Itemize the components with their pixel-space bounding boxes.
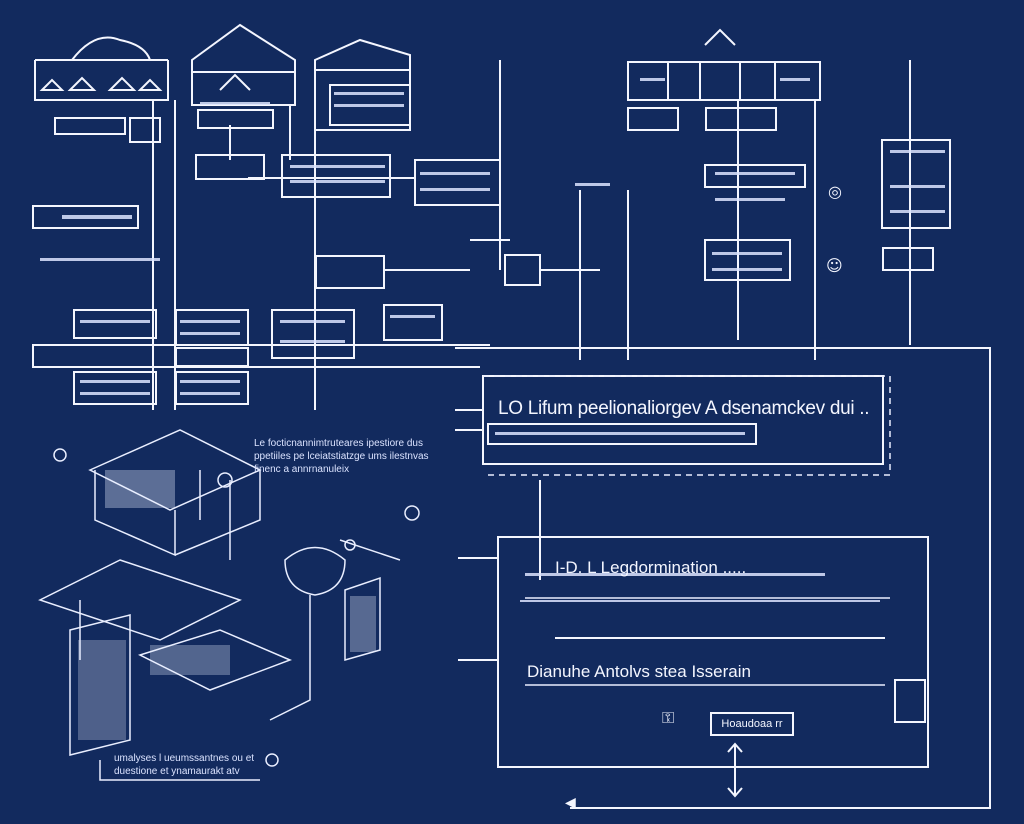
main-box-title: LO Lifum peelionaliorgev A dsenamckev du… [498,398,870,419]
lock-icon: ⚿ [662,708,675,727]
isometric-caption-top: Le focticnannimtruteares ipestiore dus p… [254,438,429,475]
arrow-icon: ◀ [565,795,576,811]
isometric-caption-bottom: umalyses l ueumssantnes ou et duestione … [114,753,255,777]
badge: Hoaudoaa rr [710,712,794,736]
legend-box-title: I-D. L Legdormination ..... [555,558,747,577]
diagram-box-title: Dianuhe Antolvs stea Isserain [527,662,751,681]
shield-icon: ◎ [828,182,842,201]
user-icon: ☺ [826,256,843,275]
